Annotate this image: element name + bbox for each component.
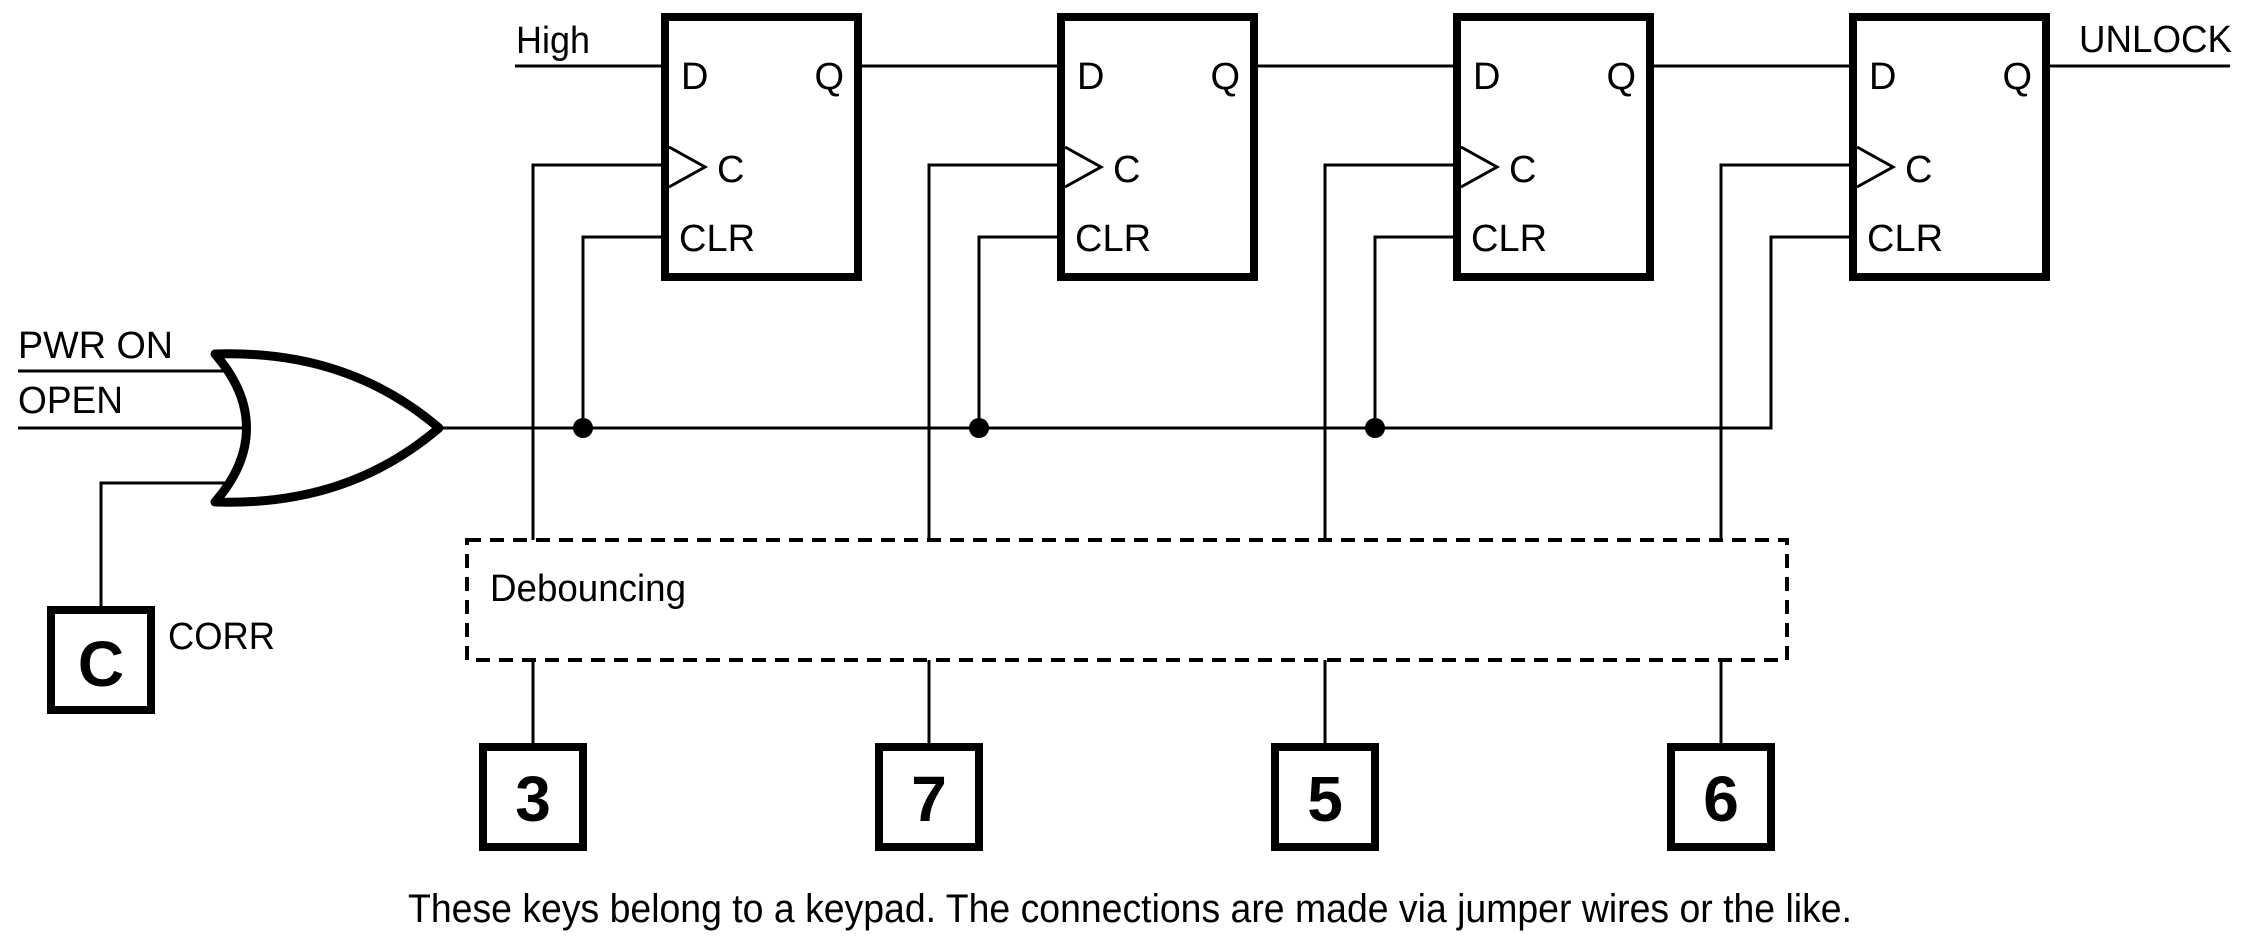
pin-label-c: C bbox=[1509, 149, 1536, 191]
clock-wire-ff2 bbox=[927, 163, 1061, 540]
caption: These keys belong to a keypad. The conne… bbox=[408, 887, 1852, 931]
clear-wire-ff2 bbox=[977, 235, 1061, 428]
key-button bbox=[1271, 743, 1379, 851]
pin-label-d: D bbox=[681, 56, 708, 98]
key-button bbox=[47, 606, 155, 714]
pwr-on-label: PWR ON bbox=[18, 325, 173, 367]
junction-dot bbox=[573, 418, 593, 438]
pin-label-q: Q bbox=[814, 56, 844, 98]
junction-dot bbox=[969, 418, 989, 438]
pin-label-q: Q bbox=[2002, 56, 2032, 98]
pin-label-clr: CLR bbox=[1471, 218, 1547, 260]
flip-flop-body bbox=[661, 13, 862, 281]
clock-wire-ff1 bbox=[531, 163, 665, 540]
key-label: 5 bbox=[1307, 763, 1343, 835]
clock-wire-ff4 bbox=[1719, 163, 1853, 540]
key-6: 6 bbox=[1667, 743, 1775, 851]
clock-wire-ff3 bbox=[1323, 163, 1457, 540]
pin-label-q: Q bbox=[1606, 56, 1636, 98]
corr-key-wire bbox=[99, 481, 252, 610]
junction-dots bbox=[573, 418, 1385, 438]
wires bbox=[18, 64, 2230, 747]
flip-flop-4: D Q C CLR bbox=[1849, 13, 2050, 281]
clear-bus-wire bbox=[441, 235, 1853, 430]
clear-wire-ff1 bbox=[581, 235, 665, 428]
flip-flop-body bbox=[1453, 13, 1654, 281]
flip-flop-2: D Q C CLR bbox=[1057, 13, 1258, 281]
clock-edge-triangle-icon bbox=[668, 145, 709, 189]
pin-label-c: C bbox=[1113, 149, 1140, 191]
key-button bbox=[1667, 743, 1775, 851]
or-gate bbox=[210, 349, 444, 507]
pin-label-clr: CLR bbox=[1075, 218, 1151, 260]
flip-flop-body bbox=[1057, 13, 1258, 281]
unlock-label: UNLOCK bbox=[2079, 19, 2232, 61]
flip-flop-body bbox=[1849, 13, 2050, 281]
clock-edge-triangle-icon bbox=[1460, 145, 1501, 189]
key-label: 7 bbox=[911, 763, 947, 835]
key-button bbox=[479, 743, 587, 851]
high-label: High bbox=[516, 20, 590, 62]
key-7: 7 bbox=[875, 743, 983, 851]
pin-label-q: Q bbox=[1210, 56, 1240, 98]
signal-labels: High UNLOCK PWR ON OPEN bbox=[18, 19, 2232, 422]
debouncing-box bbox=[465, 538, 1789, 662]
clear-wire-ff3 bbox=[1373, 235, 1457, 428]
clock-edge-triangle-icon bbox=[1064, 145, 1105, 189]
pin-label-c: C bbox=[717, 149, 744, 191]
or-gate-icon bbox=[210, 349, 444, 507]
flip-flop-3: D Q C CLR bbox=[1453, 13, 1654, 281]
flip-flop-1: D Q C CLR bbox=[661, 13, 862, 281]
pin-label-c: C bbox=[1905, 149, 1932, 191]
pin-label-d: D bbox=[1869, 56, 1896, 98]
junction-dot bbox=[1365, 418, 1385, 438]
keypad-keys: C CORR 3 7 5 6 bbox=[47, 606, 1775, 851]
pin-label-d: D bbox=[1473, 56, 1500, 98]
debouncing-block: Debouncing bbox=[465, 538, 1789, 662]
key-5: 5 bbox=[1271, 743, 1379, 851]
pin-label-clr: CLR bbox=[1867, 218, 1943, 260]
open-label: OPEN bbox=[18, 380, 123, 422]
key-label: 3 bbox=[515, 763, 551, 835]
key-c: C bbox=[47, 606, 155, 714]
key-label: 6 bbox=[1703, 763, 1739, 835]
pin-label-clr: CLR bbox=[679, 218, 755, 260]
key-button bbox=[875, 743, 983, 851]
debouncing-label: Debouncing bbox=[490, 568, 686, 610]
key-label: C bbox=[78, 628, 124, 700]
corr-label: CORR bbox=[168, 616, 275, 658]
pin-label-d: D bbox=[1077, 56, 1104, 98]
clock-edge-triangle-icon bbox=[1856, 145, 1897, 189]
key-3: 3 bbox=[479, 743, 587, 851]
